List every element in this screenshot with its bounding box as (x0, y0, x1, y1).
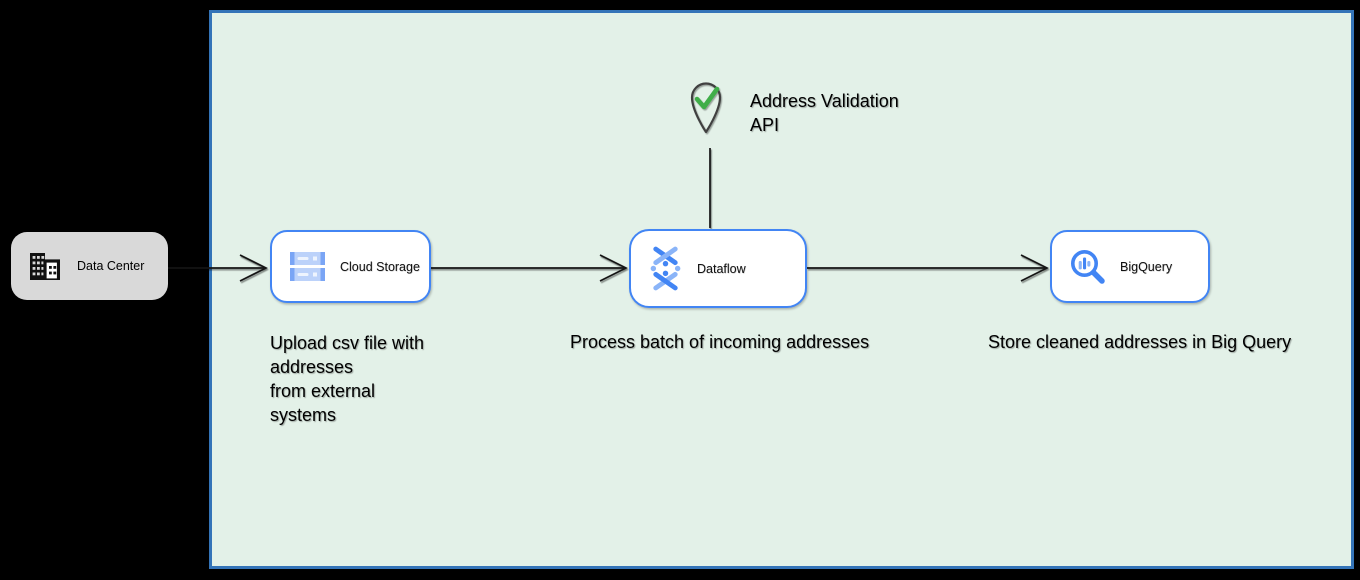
caption-bigquery: Store cleaned addresses in Big Query (988, 332, 1292, 352)
node-data-center[interactable]: Data Center (11, 232, 168, 300)
node-label: Data Center (77, 259, 145, 273)
node-label: BigQuery (1120, 259, 1173, 274)
cloud-storage-icon (289, 251, 326, 282)
node-label: Dataflow (697, 261, 746, 276)
node-bigquery[interactable]: BigQuery (1050, 230, 1210, 303)
dataflow-icon (648, 246, 683, 291)
bigquery-icon (1069, 248, 1106, 285)
node-address-validation-api[interactable] (686, 80, 726, 136)
caption-cloud-storage: Upload csv file with addresses from exte… (270, 333, 425, 425)
api-marker-label: Address Validation API (750, 91, 899, 135)
map-pin-check-icon (686, 80, 726, 136)
node-dataflow[interactable]: Dataflow (629, 229, 807, 308)
caption-dataflow: Process batch of incoming addresses (570, 332, 870, 352)
node-label: Cloud Storage (340, 259, 420, 274)
node-cloud-storage[interactable]: Cloud Storage (270, 230, 431, 303)
building-icon (30, 252, 60, 280)
